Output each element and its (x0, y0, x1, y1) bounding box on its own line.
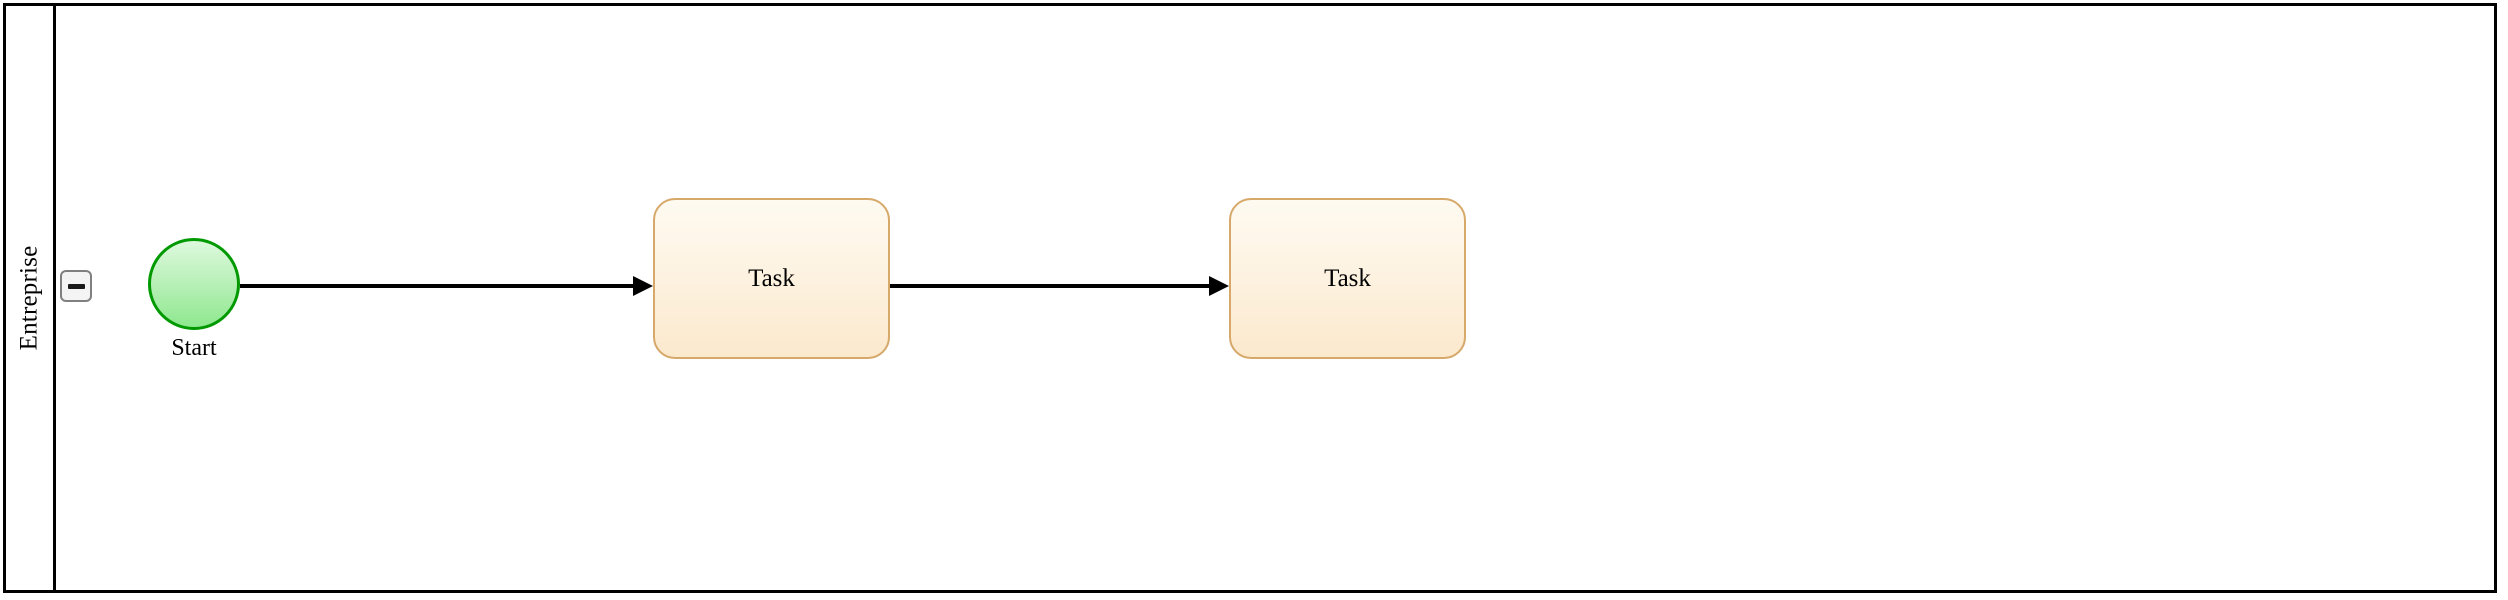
task-label: Task (748, 264, 795, 292)
start-event-node[interactable] (148, 238, 240, 330)
collapse-lane-button[interactable] (60, 270, 92, 302)
arrowhead-icon (1209, 276, 1229, 296)
flow-line (890, 284, 1210, 288)
task-node-2[interactable]: Task (1229, 198, 1466, 359)
pool-entreprise[interactable]: Entreprise (3, 3, 2497, 593)
lane-header[interactable]: Entreprise (6, 6, 56, 590)
minus-icon (67, 283, 85, 289)
lane-title: Entreprise (15, 245, 43, 351)
task-node-1[interactable]: Task (653, 198, 890, 359)
flow-line (240, 284, 634, 288)
task-label: Task (1324, 264, 1371, 292)
arrowhead-icon (633, 276, 653, 296)
start-event-label: Start (171, 335, 217, 361)
